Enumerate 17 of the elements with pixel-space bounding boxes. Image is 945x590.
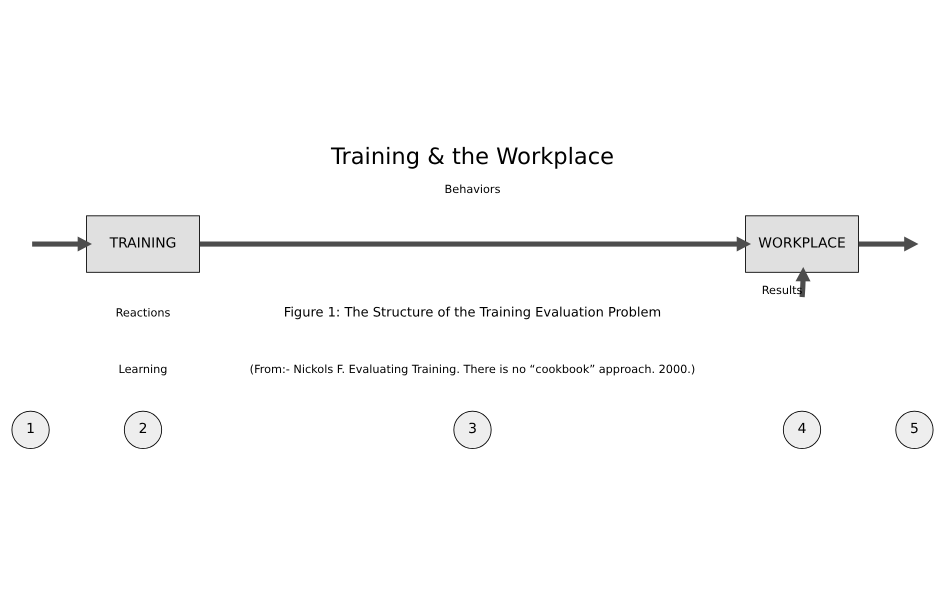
caption: Figure 1: The Structure of the Training Evaluation Problem: [284, 305, 662, 320]
node-circle: 3: [453, 410, 492, 448]
label: Behaviors: [444, 182, 500, 196]
node-circle: 2: [124, 410, 162, 448]
arrow: [32, 236, 92, 252]
arrow: [200, 236, 751, 252]
node-box: TRAINING: [86, 214, 200, 272]
diagram-title: Training & the Workplace: [331, 144, 614, 170]
arrow: [858, 236, 918, 252]
label: Learning: [118, 362, 168, 376]
label: Reactions: [116, 306, 170, 319]
node-circle: 4: [782, 410, 822, 448]
arrow: [796, 266, 811, 297]
node-box: WORKPLACE: [745, 214, 859, 272]
label: (From:- Nickols F. Evaluating Training. There is no “cookbook” approach. 2000.): [250, 362, 696, 376]
node-circle: 1: [11, 410, 50, 448]
node-circle: 5: [895, 410, 934, 448]
